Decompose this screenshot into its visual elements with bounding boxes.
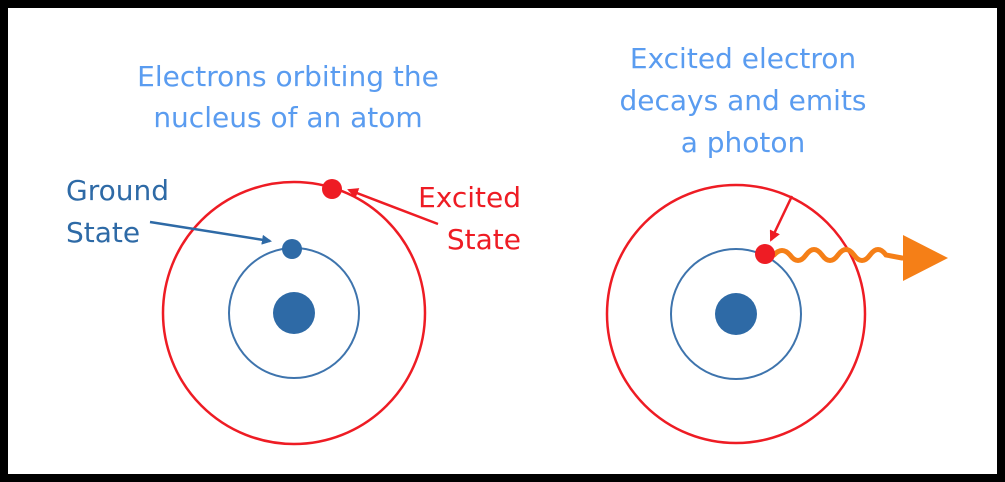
excited-orbit	[161, 180, 427, 446]
ground-state-label-line-1: Ground	[66, 174, 169, 207]
right-title-line-1: Excited electron	[630, 42, 856, 75]
ground-state-arrow	[149, 220, 272, 245]
excited-state-label-line-1: Excited	[418, 181, 521, 214]
excited-state-electron	[322, 179, 342, 199]
right-title-line-3: a photon	[681, 126, 806, 159]
right-atom: Excited electron decays and emits a phot…	[605, 42, 948, 445]
excited-state-label-line-2: State	[447, 223, 521, 256]
right-nucleus	[715, 293, 757, 335]
photon-wave	[771, 247, 905, 263]
photon-arrowhead	[903, 235, 948, 281]
left-title-line-1: Electrons orbiting the	[137, 60, 439, 93]
right-excited-orbit	[605, 183, 867, 445]
excited-state-arrow	[347, 188, 439, 226]
left-title-line-2: nucleus of an atom	[153, 101, 422, 134]
right-title-line-2: decays and emits	[619, 84, 866, 117]
ground-state-label-line-2: State	[66, 216, 140, 249]
ground-state-electron	[282, 239, 302, 259]
nucleus	[273, 292, 315, 334]
decaying-electron	[755, 244, 775, 264]
right-ground-orbit	[670, 248, 802, 380]
decay-arrow	[769, 195, 794, 242]
left-atom: Electrons orbiting the nucleus of an ato…	[66, 60, 521, 446]
